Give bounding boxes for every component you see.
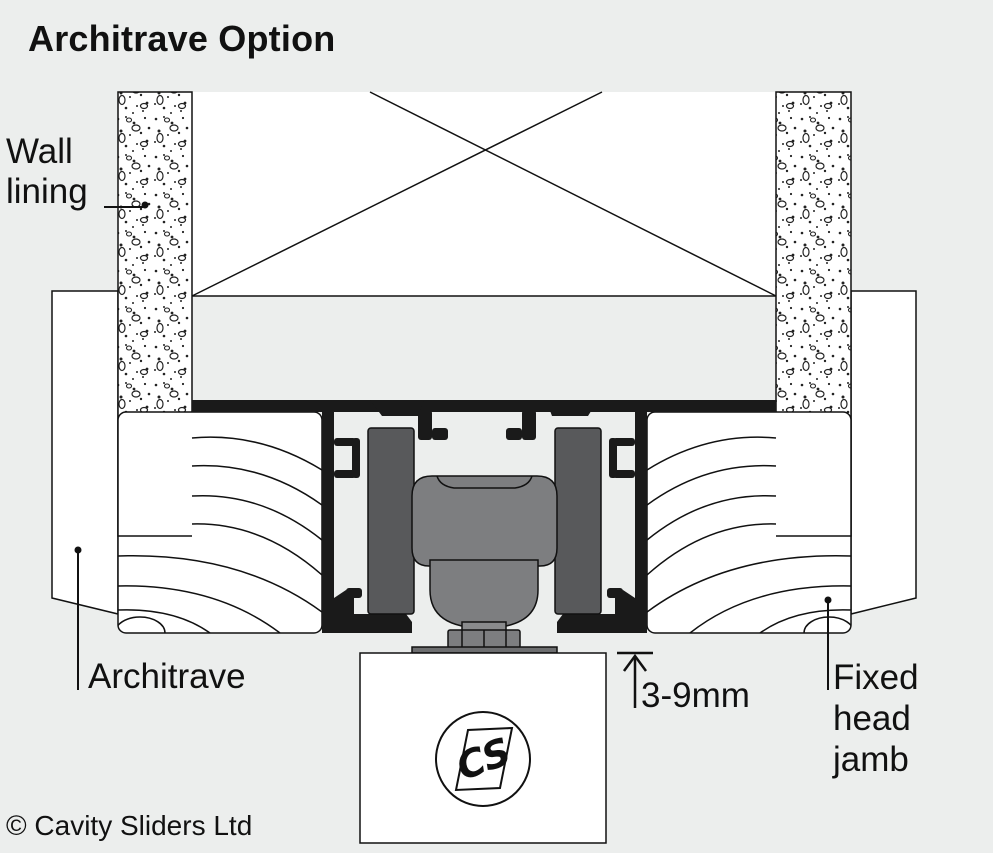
- fixed-head-jamb-label: Fixed head jamb: [833, 657, 919, 780]
- fixed-head-jamb-label-line2: head: [833, 699, 911, 738]
- copyright-notice: © Cavity Sliders Ltd: [6, 810, 253, 841]
- gap-dimension-label: 3-9mm: [641, 676, 750, 715]
- architrave-label: Architrave: [88, 657, 246, 696]
- cavity-sliders-logo: CS: [435, 711, 531, 807]
- wall-lining-label-line2: lining: [6, 172, 88, 211]
- right-architrave: [850, 290, 917, 615]
- diagram-title: Architrave Option: [28, 18, 336, 59]
- fixed-head-jamb-label-line1: Fixed: [833, 658, 919, 697]
- wall-lining-label-line1: Wall: [6, 132, 73, 171]
- fixed-head-jamb-label-line3: jamb: [833, 740, 909, 779]
- gap-dimension-marker: [617, 651, 653, 708]
- aluminium-track: [192, 400, 776, 633]
- left-architrave: [51, 290, 119, 615]
- left-timber-jamb: [117, 411, 323, 634]
- left-roller-wheel: [367, 427, 415, 615]
- right-roller-wheel: [554, 427, 602, 615]
- right-timber-jamb: [646, 411, 852, 634]
- cavity-box: [192, 92, 776, 296]
- roller-carriage: [411, 475, 558, 654]
- wall-lining-label: Wall lining: [6, 132, 88, 212]
